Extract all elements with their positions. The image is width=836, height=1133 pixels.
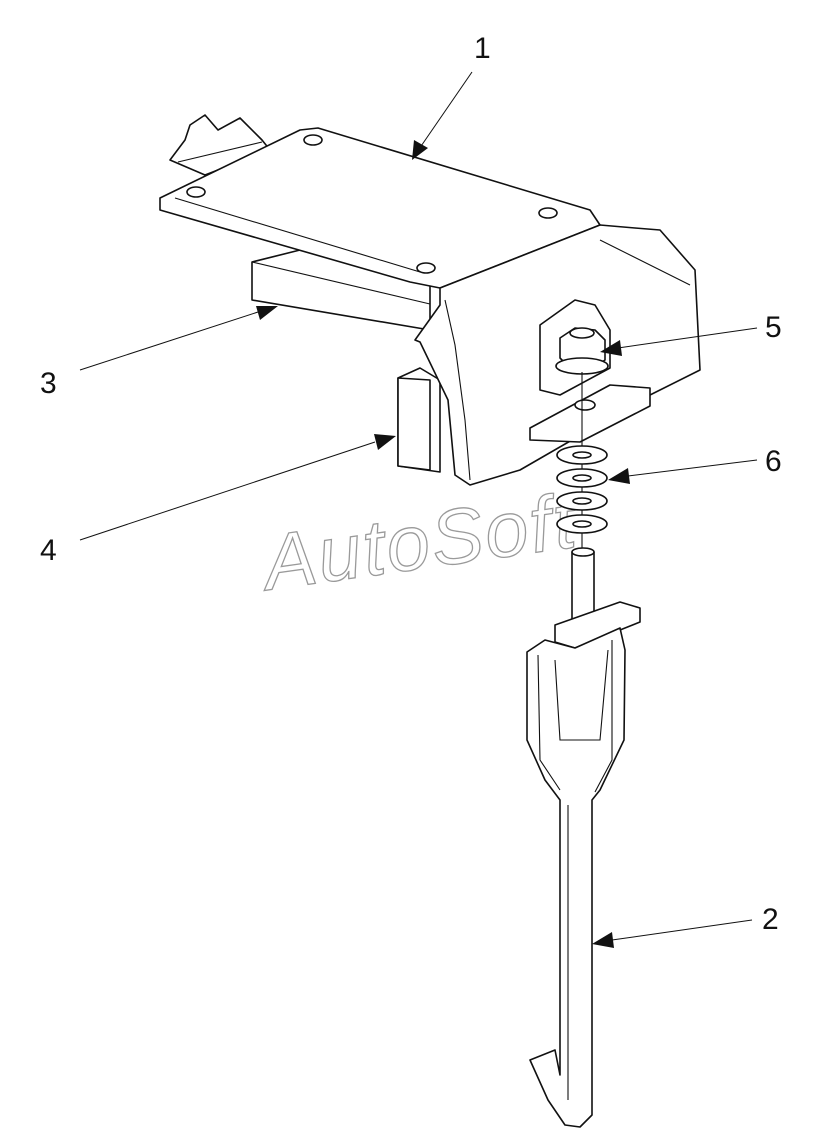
callout-3-label: 3 [40,367,57,400]
callout-1: 1 [412,32,491,160]
part-3-block [251,249,431,331]
callout-6-label: 6 [765,445,782,478]
callout-3: 3 [40,306,278,400]
part-6-washers [556,445,608,534]
callout-5: 5 [600,311,782,356]
callout-2-label: 2 [762,903,779,936]
callout-4: 4 [40,434,396,567]
part-2-fork-rod [526,547,641,1128]
part-4-block [397,367,441,473]
part-5-nut [555,327,609,375]
watermark: AutoSoft [254,476,584,608]
callout-4-label: 4 [40,534,57,567]
callout-2: 2 [592,903,779,948]
callout-1-label: 1 [474,32,491,65]
callout-5-label: 5 [765,311,782,344]
callout-6: 6 [608,445,782,484]
part-1-bracket [159,114,701,486]
